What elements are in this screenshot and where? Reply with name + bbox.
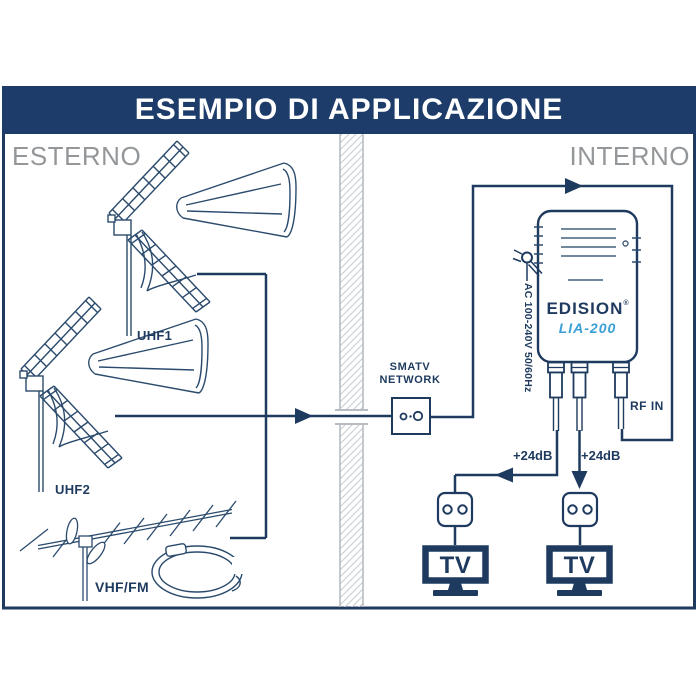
smatv-label-line1: SMATV [389,361,431,373]
title-banner: ESEMPIO DI APPLICAZIONE [2,86,696,134]
smatv-label-line2: NETWORK [379,374,441,386]
uhf1-label: UHF1 [137,328,173,343]
gain-label-right: +24dB [581,448,621,463]
wall-divider [335,134,368,607]
brand-logo-text: EDISION [546,299,624,318]
smatv-network-label: SMATV NETWORK [375,361,445,387]
rf-in-label: RF IN [630,399,664,413]
amplifier-body [534,209,641,364]
brand-logo: EDISION® [545,299,630,319]
smatv-to-amplifier-line [430,184,674,442]
tv-label-left: TV [439,552,472,579]
tv-label-right: TV [563,552,596,579]
tv-outlet-left [436,491,474,528]
tv-outlet-right [561,491,599,528]
uhf2-antenna-drawing [19,296,209,493]
model-label: LIA-200 [558,320,617,336]
uhf2-label: UHF2 [55,482,91,497]
tv-icon-left [422,545,489,596]
arrow-to-right-outlet [571,471,588,489]
tv-icon-right [546,545,613,596]
gain-label-left: +24dB [513,448,553,463]
brand-trademark: ® [623,300,629,307]
arrow-to-rf-in [565,178,583,194]
zone-label-outdoor: ESTERNO [12,141,142,171]
power-plug-icon [512,249,543,281]
page-title: ESEMPIO DI APPLICAZIONE [134,93,564,126]
arrow-to-smatv [295,408,313,424]
vhf-fm-antenna-drawing [19,500,237,601]
arrow-to-left-outlet [495,467,513,483]
vhf-fm-label: VHF/FM [95,579,149,595]
power-rating-label: AC 100-240V 50/60Hz [522,283,534,393]
coax-coil-drawing [151,543,246,599]
zone-label-indoor: INTERNO [569,141,690,171]
smatv-wall-plate [391,397,431,435]
diagram-frame [2,134,696,610]
antenna-combining-lines [115,272,392,540]
amplifier-connectors [547,361,630,431]
